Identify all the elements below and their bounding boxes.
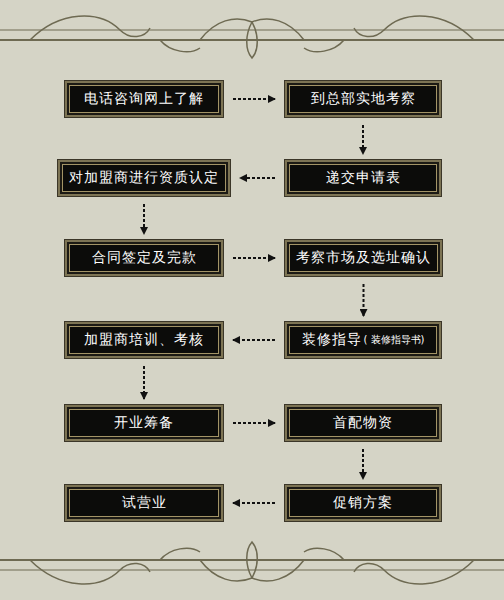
step-label: 加盟商培训、考核 — [84, 331, 204, 349]
process-box: 合同签定及完款 — [65, 240, 223, 276]
process-box: 装修指导( 装修指导书) — [285, 322, 441, 358]
step-label: ( 装修指导书) — [364, 333, 425, 347]
step-label: 装修指导 — [302, 331, 362, 349]
dotted-arrow — [240, 177, 275, 179]
dotted-arrow — [233, 422, 275, 424]
step-label: 考察市场及选址确认 — [296, 249, 431, 267]
step-label: 首配物资 — [333, 414, 393, 432]
dotted-arrow — [363, 284, 365, 316]
step-label: 到总部实地考察 — [311, 90, 416, 108]
process-box: 试营业 — [65, 485, 223, 521]
process-box: 电话咨询网上了解 — [65, 81, 223, 117]
dotted-arrow — [233, 98, 275, 100]
step-label: 对加盟商进行资质认定 — [69, 169, 219, 187]
dotted-arrow — [362, 449, 364, 479]
process-box: 递交申请表 — [285, 160, 441, 196]
process-box: 考察市场及选址确认 — [285, 240, 442, 276]
dotted-arrow — [233, 339, 275, 341]
step-label: 电话咨询网上了解 — [84, 90, 204, 108]
step-label: 促销方案 — [333, 494, 393, 512]
process-box: 首配物资 — [285, 405, 441, 441]
step-label: 递交申请表 — [326, 169, 401, 187]
step-label: 开业筹备 — [114, 414, 174, 432]
dotted-arrow — [143, 204, 145, 234]
process-box: 加盟商培训、考核 — [65, 322, 223, 358]
process-box: 促销方案 — [285, 485, 441, 521]
top-ornament — [0, 16, 504, 58]
process-box: 对加盟商进行资质认定 — [58, 160, 230, 196]
dotted-arrow — [233, 502, 275, 504]
step-label: 合同签定及完款 — [92, 249, 197, 267]
step-label: 试营业 — [122, 494, 167, 512]
dotted-arrow — [362, 125, 364, 154]
dotted-arrow — [143, 366, 145, 399]
process-box: 开业筹备 — [65, 405, 223, 441]
bottom-ornament — [0, 542, 504, 584]
dotted-arrow — [233, 257, 275, 259]
process-box: 到总部实地考察 — [285, 81, 441, 117]
